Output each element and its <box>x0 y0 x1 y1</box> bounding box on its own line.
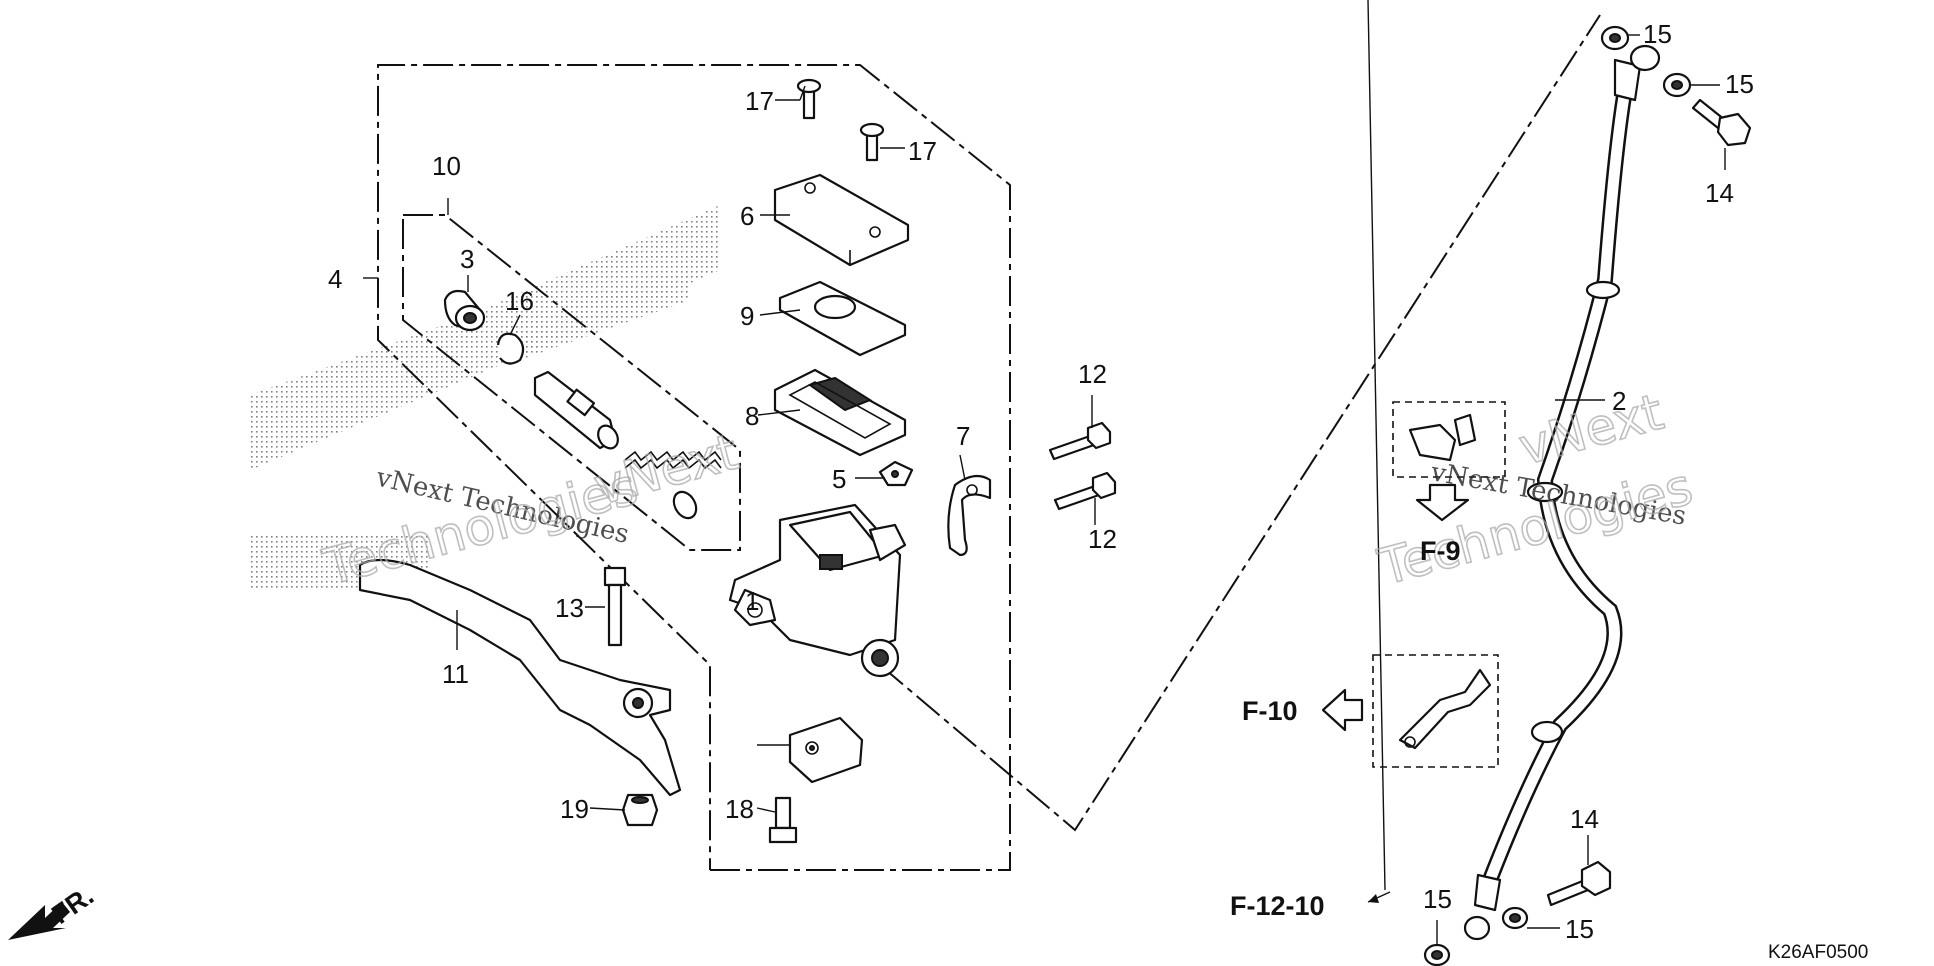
dust-seal <box>443 289 486 332</box>
switch-screw <box>768 796 798 844</box>
diaphragm <box>773 368 907 457</box>
leader-lines <box>363 34 1726 945</box>
callout-4: 4 <box>328 264 342 294</box>
f9-clamp-box <box>1392 401 1506 478</box>
assembly-boundary <box>377 64 1011 871</box>
spring <box>624 450 722 520</box>
hose-boundary <box>879 14 1601 832</box>
callout-8: 8 <box>745 401 759 431</box>
callout-15-a: 15 <box>1643 19 1672 49</box>
callout-5: 5 <box>832 464 846 494</box>
sealing-washer-1 <box>1600 25 1630 51</box>
callout-16: 16 <box>505 286 534 316</box>
f10-stay-box <box>1372 654 1499 768</box>
piston <box>533 370 619 450</box>
ref-f12-10: F-12-10 <box>1230 891 1325 921</box>
holder-bolt-upper <box>1048 421 1112 461</box>
callout-15-d: 15 <box>1565 914 1594 944</box>
master-cylinder-holder <box>947 474 992 557</box>
brake-hose <box>1463 44 1661 941</box>
cap-screw-1 <box>796 78 822 120</box>
callout-15-b: 15 <box>1725 69 1754 99</box>
callout-14-upper: 14 <box>1705 178 1734 208</box>
oil-bolt-upper <box>1691 98 1752 147</box>
sealing-washer-4 <box>1501 906 1529 930</box>
lever-pivot-bolt <box>603 566 627 647</box>
brake-switch <box>788 716 864 784</box>
callout-14-lower: 14 <box>1570 804 1599 834</box>
callout-15-c: 15 <box>1423 884 1452 914</box>
brake-lever <box>358 558 682 797</box>
piston-kit-boundary <box>402 214 741 551</box>
oil-bolt-lower <box>1546 860 1612 907</box>
callout-7: 7 <box>956 421 970 451</box>
holder-bolt-lower <box>1053 471 1117 511</box>
callout-9: 9 <box>740 301 754 331</box>
pivot-nut <box>621 793 659 827</box>
cap-screw-2 <box>859 122 885 162</box>
callout-labels: 1 2 3 4 5 6 7 8 9 10 11 12 12 13 14 14 1… <box>328 19 1754 944</box>
pivot-boot <box>878 460 914 487</box>
callout-1: 1 <box>745 586 759 616</box>
sealing-washer-2 <box>1662 72 1692 98</box>
f9-clamp <box>1408 413 1477 462</box>
callout-18: 18 <box>725 794 754 824</box>
reservoir-cap <box>773 173 910 267</box>
circlip <box>496 332 525 365</box>
callout-3: 3 <box>460 244 474 274</box>
ref-f9: F-9 <box>1420 536 1461 566</box>
f10-stay <box>1398 668 1492 750</box>
callout-12-upper: 12 <box>1078 359 1107 389</box>
f9-arrow <box>1415 483 1470 522</box>
f10-arrow <box>1321 688 1364 732</box>
front-direction-arrow <box>8 902 70 940</box>
callout-17-a: 17 <box>745 86 774 116</box>
callout-6: 6 <box>740 201 754 231</box>
watermark-outline-4: vNext <box>1513 383 1669 477</box>
watermark: vNext Technologies Technologies vNext vN… <box>316 382 1699 598</box>
callout-11: 11 <box>442 659 469 689</box>
callout-17-b: 17 <box>908 136 937 166</box>
callout-13: 13 <box>555 593 584 623</box>
callout-12-lower: 12 <box>1088 524 1117 554</box>
callout-10: 10 <box>432 151 461 181</box>
callout-19: 19 <box>560 794 589 824</box>
f12-arrow <box>1367 0 1391 903</box>
callout-2: 2 <box>1612 386 1626 416</box>
ref-f10: F-10 <box>1242 696 1298 726</box>
diagram-code: K26AF0500 <box>1768 942 1868 963</box>
diaphragm-plate <box>778 280 907 357</box>
master-cylinder <box>728 503 907 678</box>
sealing-washer-3 <box>1423 943 1451 966</box>
